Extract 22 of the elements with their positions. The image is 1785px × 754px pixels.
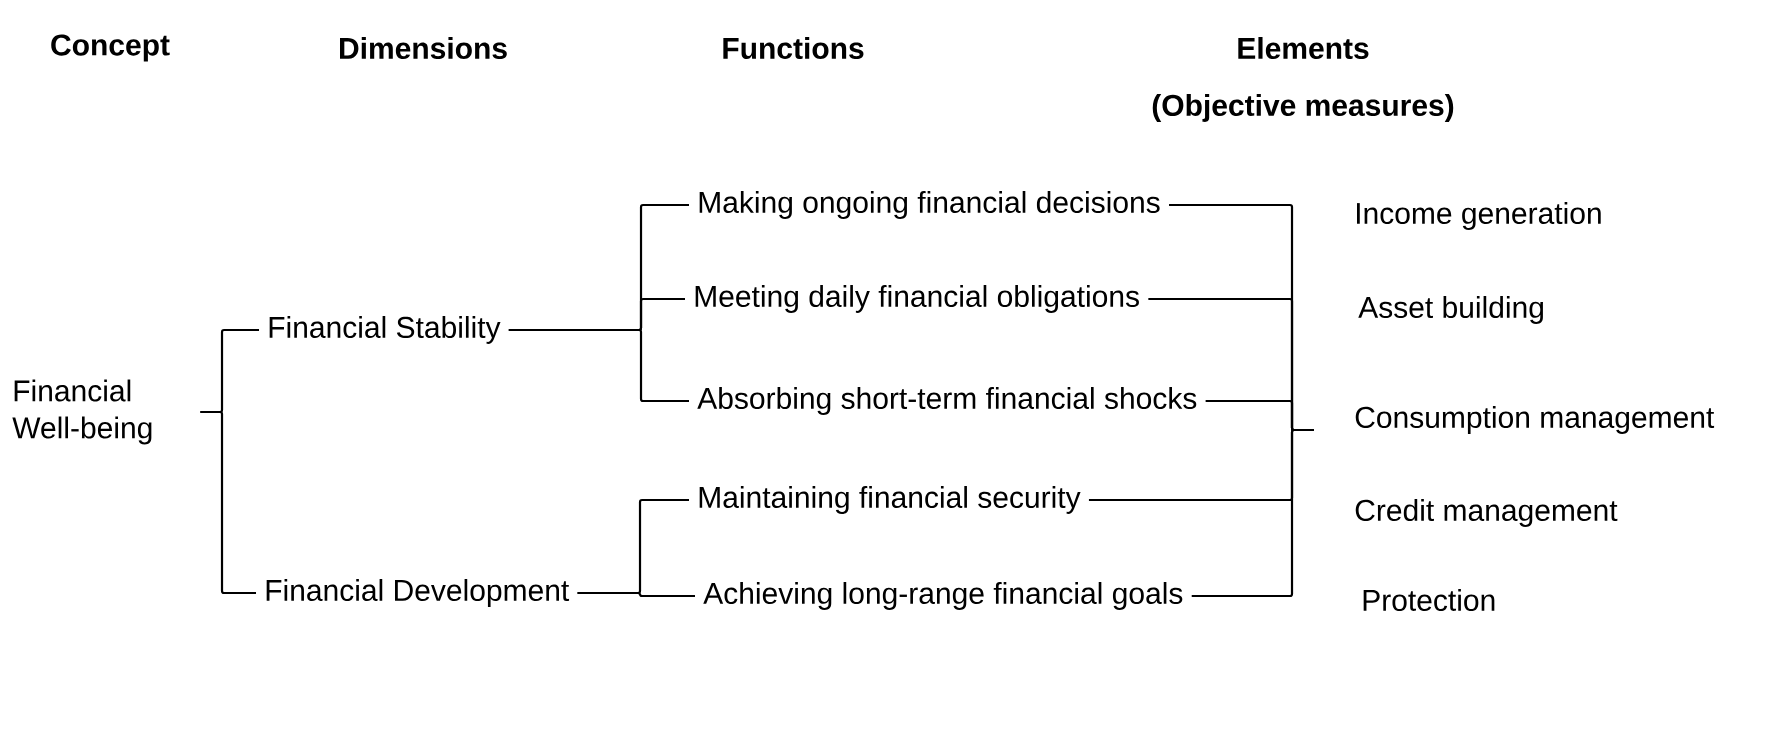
node-text: Financial Development	[266, 579, 570, 607]
bracket-line	[508, 328, 689, 403]
node-text: Making ongoing financial decisions	[699, 191, 1160, 219]
node-text: Asset building	[1358, 296, 1543, 324]
node-text: Protection	[1363, 589, 1495, 611]
bracket-line	[1191, 428, 1314, 598]
column-heading: Functions	[723, 37, 864, 59]
column-heading: Elements	[1238, 37, 1369, 59]
node-text: Income generation	[1357, 202, 1601, 230]
bracket-line	[577, 591, 695, 598]
node-text: Financial Well-being	[12, 379, 152, 445]
node-text: Meeting daily financial obligations	[695, 285, 1139, 313]
node-text: Absorbing short-term financial shocks	[697, 387, 1197, 415]
node-text: Consumption management	[1355, 406, 1715, 434]
column-heading: Dimensions	[340, 37, 507, 59]
node-text: Credit management	[1355, 499, 1618, 527]
column-heading: Concept	[51, 34, 170, 62]
node-text: Maintaining financial security	[699, 486, 1081, 514]
node-text: Achieving long-range financial goals	[703, 582, 1183, 610]
node-text: Financial Stability	[269, 316, 501, 344]
bracket-line	[200, 410, 256, 595]
column-heading: (Objective measures)	[1152, 94, 1454, 122]
